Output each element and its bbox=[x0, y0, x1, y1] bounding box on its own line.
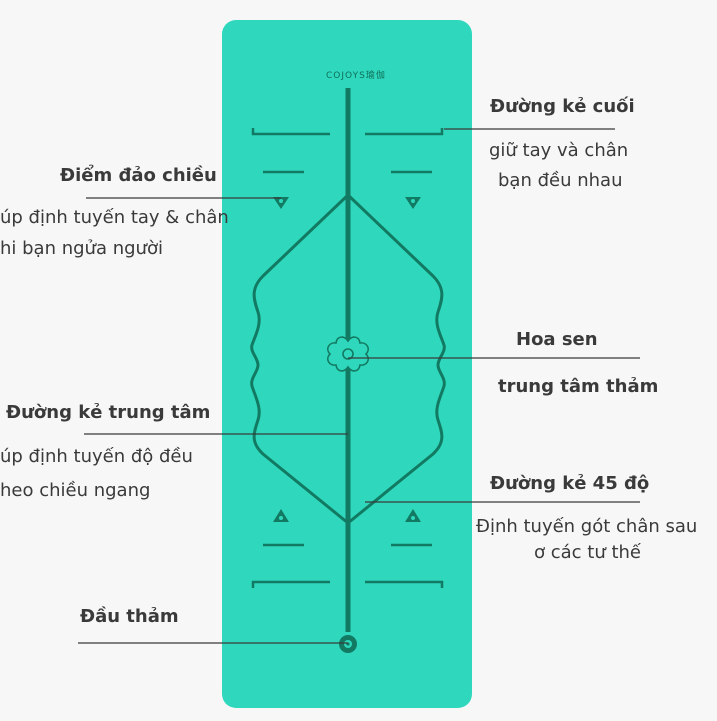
end-line-desc-1: giữ tay và chân bbox=[489, 140, 629, 161]
mat-head-title: Đầu thảm bbox=[80, 606, 179, 627]
lotus-title: Hoa sen bbox=[516, 329, 598, 350]
center-line-title: Đường kẻ trung tâm bbox=[6, 402, 211, 423]
bottom-end-lines bbox=[251, 543, 444, 588]
end-line-desc-2: bạn đều nhau bbox=[498, 170, 623, 191]
reverse-point-desc-2: hi bạn ngửa người bbox=[0, 238, 163, 259]
line45-desc-1: Định tuyến gót chân sau bbox=[476, 516, 698, 537]
lotus-desc: trung tâm thảm bbox=[498, 376, 659, 397]
diagonal-45-lines bbox=[250, 192, 446, 525]
mat-head-emblem-icon bbox=[339, 635, 357, 653]
end-line-title: Đường kẻ cuối bbox=[490, 96, 635, 117]
reverse-point-title: Điểm đảo chiều bbox=[60, 165, 217, 186]
alignment-markers-up bbox=[273, 509, 421, 522]
top-end-lines bbox=[251, 128, 444, 174]
lotus-icon bbox=[327, 336, 369, 372]
mat-brand-logo: COJOYS瑜伽 bbox=[326, 71, 386, 81]
leader-lines bbox=[78, 128, 640, 644]
center-line-desc-1: úp định tuyến độ đều bbox=[0, 446, 193, 467]
center-line-desc-2: heo chiều ngang bbox=[0, 480, 151, 501]
reverse-point-desc-1: úp định tuyến tay & chân bbox=[0, 207, 229, 228]
line45-title: Đường kẻ 45 độ bbox=[490, 473, 650, 494]
line45-desc-2: ơ các tư thế bbox=[534, 542, 642, 563]
